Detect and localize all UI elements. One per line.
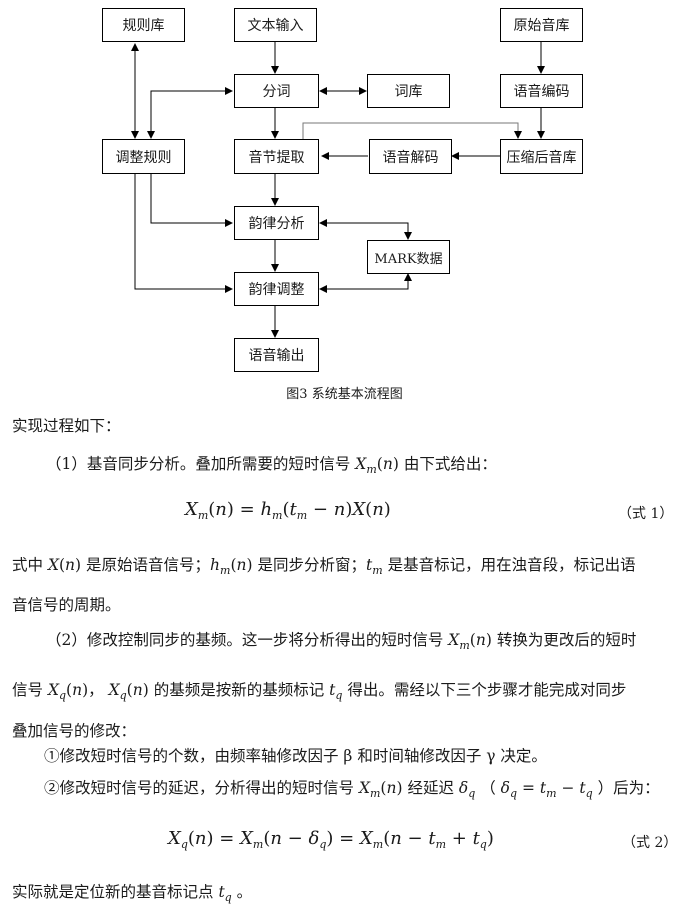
paragraph-step2-cont2: 叠加信号的修改： [12,722,137,740]
equation-1-number: （式 1） [618,506,674,522]
box-lexicon: 词库 [367,74,450,108]
box-mark-data: MARK数据 [367,240,450,274]
paragraph-intro: 实现过程如下： [12,417,121,435]
paragraph-item1: ①修改短时信号的个数，由频率轴修改因子 β 和时间轴修改因子 γ 决定。 [44,747,547,765]
box-text-input: 文本输入 [234,8,317,42]
paragraph-where: 式中 X(n) 是原始语音信号；hm(n) 是同步分析窗；tm 是基音标记，用在… [12,556,636,577]
box-prosody-adjust: 韵律调整 [234,272,319,306]
box-rules-lib: 规则库 [102,8,185,42]
math-xm-n: Xm(n) [350,455,399,476]
paragraph-item2: ②修改短时信号的延迟，分析得出的短时信号 Xm(n) 经延迟 δq （ δq =… [44,779,660,800]
box-speech-output: 语音输出 [234,338,319,372]
equation-1: Xm(n) = hm(tm − n)X(n) [185,499,391,522]
box-syllable-extract: 音节提取 [234,139,319,174]
equation-2: Xq(n) = Xm(n − δq) = Xm(n − tm + tq) [168,828,494,851]
flowchart-connectors [131,42,545,338]
box-segmentation: 分词 [234,74,319,108]
box-prosody-analysis: 韵律分析 [234,206,319,240]
box-adjust-rules: 调整规则 [102,139,185,174]
box-speech-decoding: 语音解码 [369,139,452,174]
box-compressed-lib: 压缩后音库 [500,139,583,174]
paragraph-step2-cont: 信号 Xq(n)， Xq(n) 的基频是按新的基频标记 tq 得出。需经以下三个… [12,681,627,702]
paragraph-step1: （1）基音同步分析。叠加所需要的短时信号 Xm(n) 由下式给出： [46,455,497,476]
paragraph-step2: （2）修改控制同步的基频。这一步将分析得出的短时信号 Xm(n) 转换为更改后的… [46,631,637,652]
box-speech-encoding: 语音编码 [500,74,583,108]
flowchart: 规则库 文本输入 原始音库 分词 词库 语音编码 调整规则 音节提取 语音解码 … [0,0,689,410]
paragraph-where-cont: 音信号的周期。 [12,596,121,614]
box-orig-sound-lib: 原始音库 [500,8,583,42]
equation-2-number: （式 2） [622,835,678,851]
figure-caption: 图3 系统基本流程图 [286,387,403,402]
paragraph-conclusion: 实际就是定位新的基音标记点 tq 。 [12,883,253,904]
